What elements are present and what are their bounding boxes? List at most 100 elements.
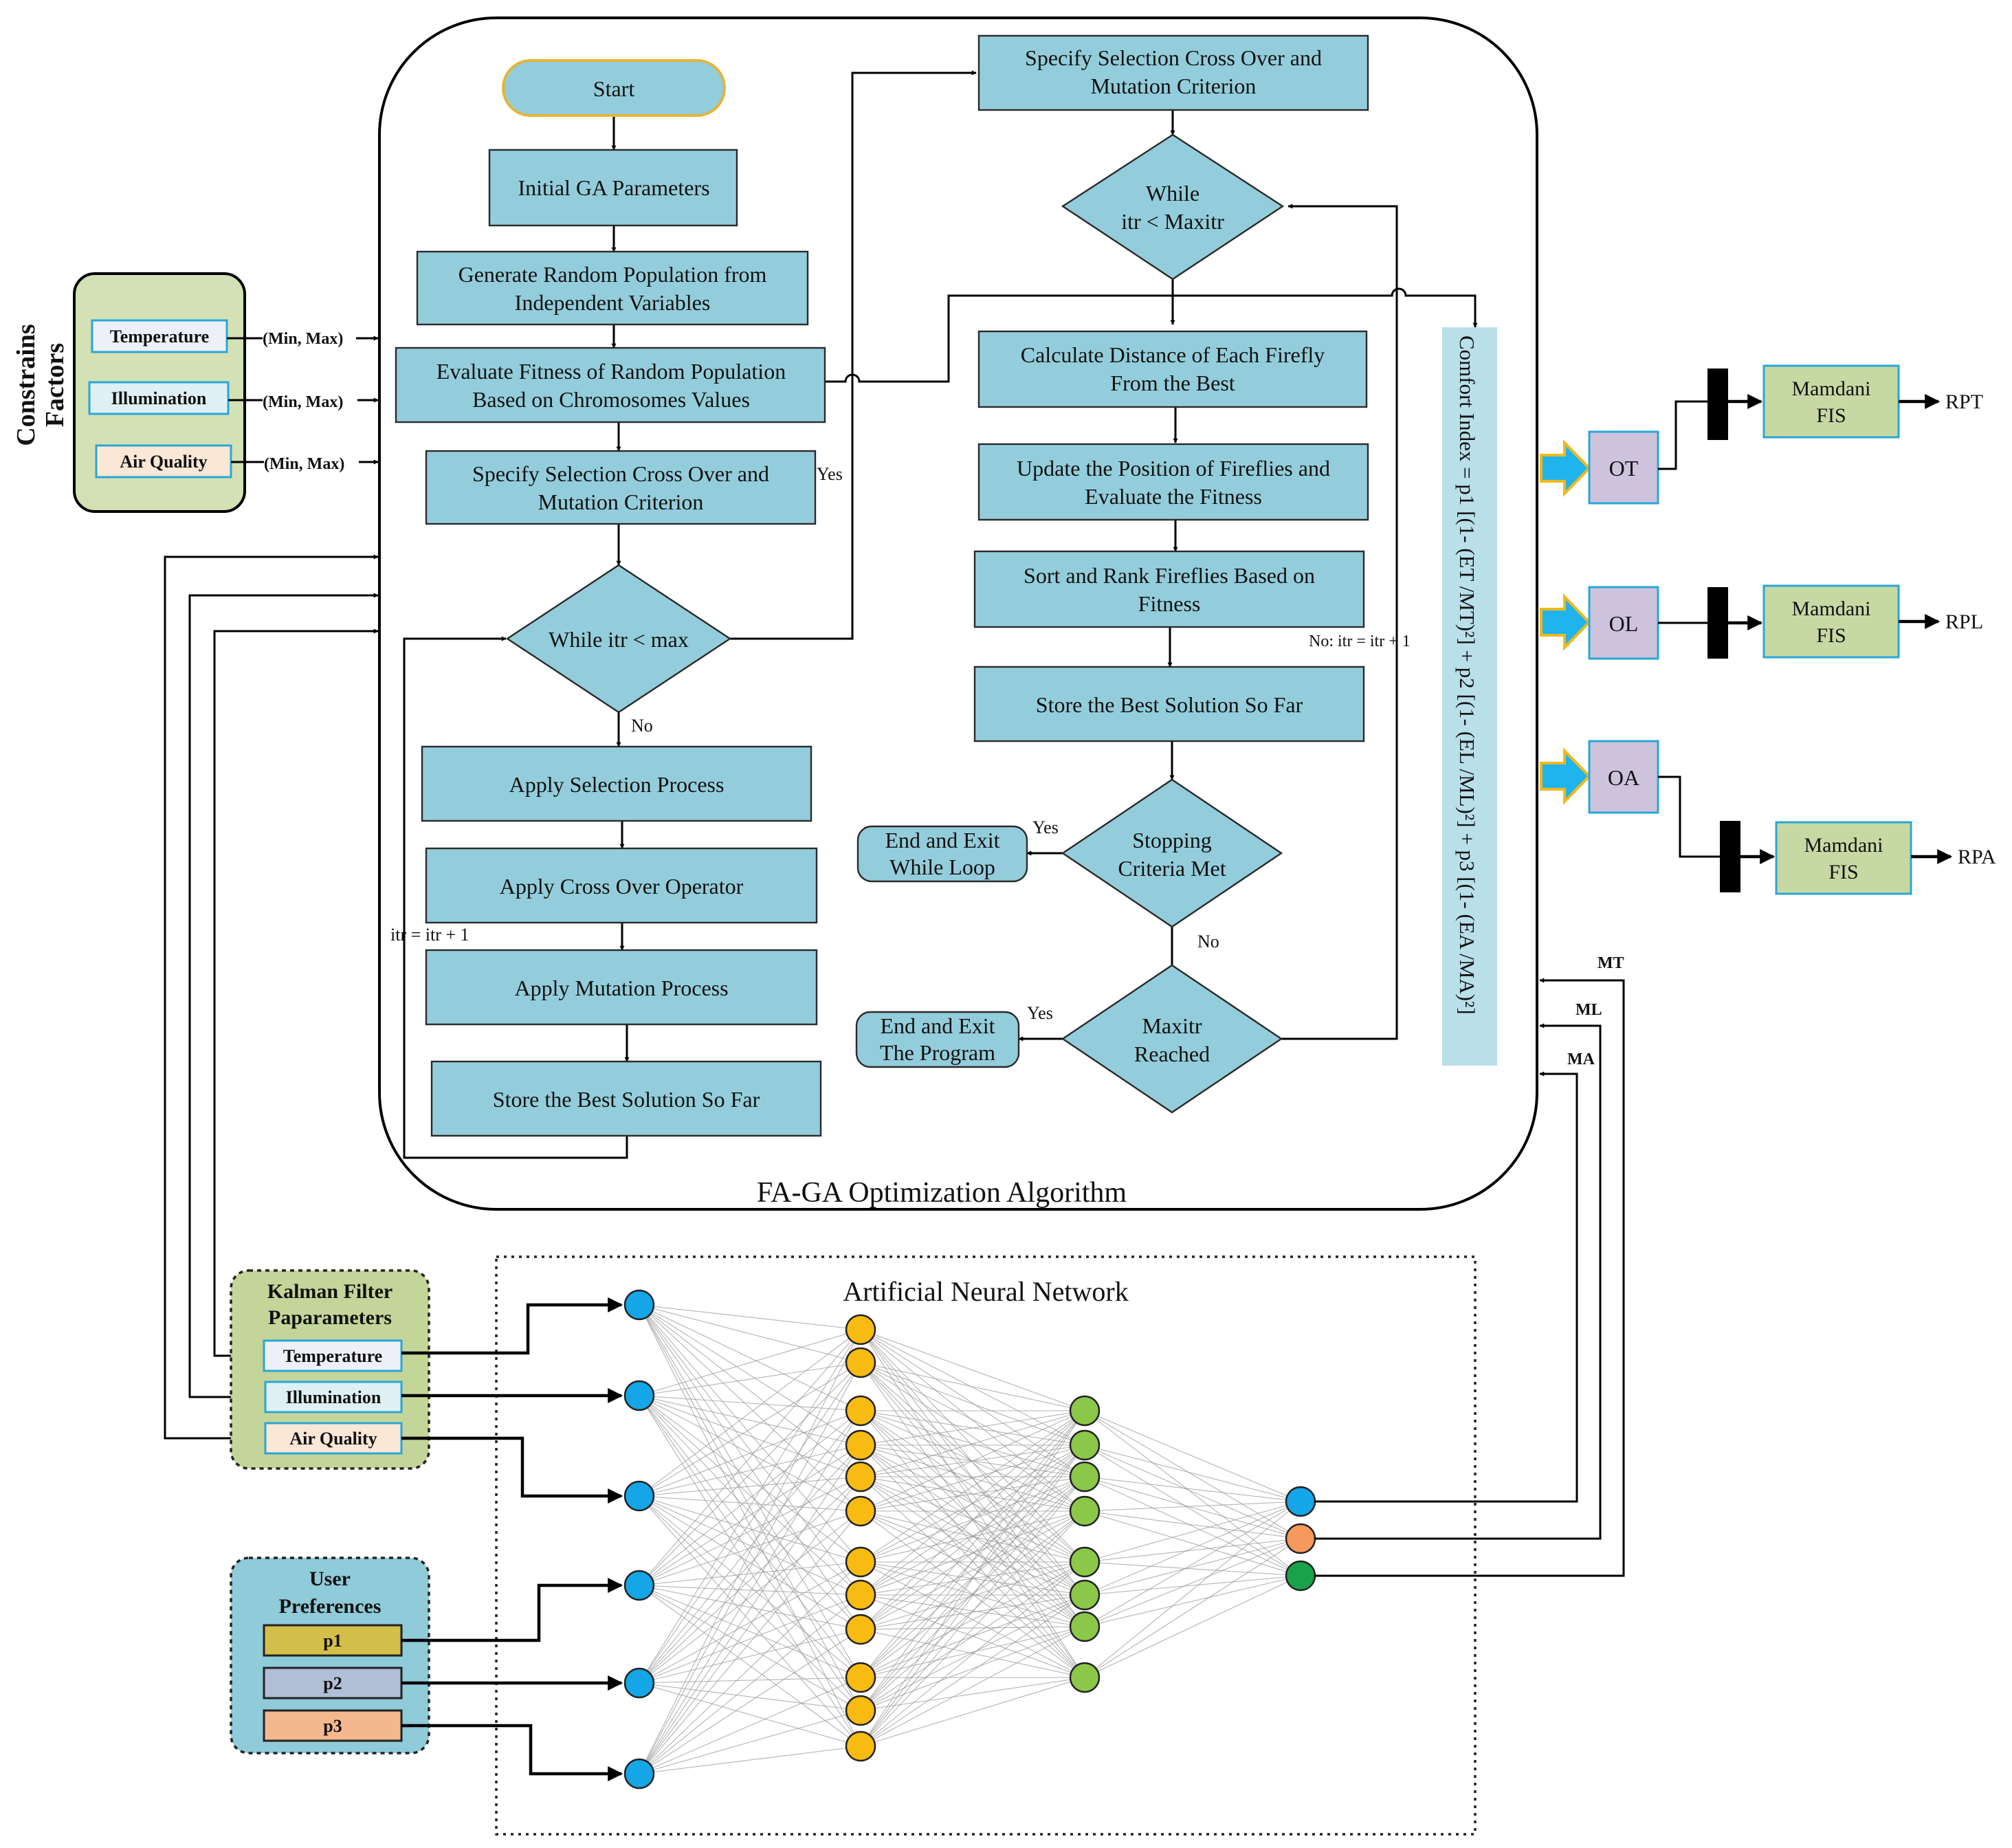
constraint-illumination[interactable] [88,381,230,415]
fa-no-itr-label: No: itr = itr + 1 [1309,632,1411,650]
ann-link [639,1395,861,1411]
ann-link [639,1304,861,1512]
ann-link [860,1329,1085,1446]
ann-link [639,1682,861,1747]
ann-link [639,1304,861,1411]
pref-p2[interactable] [263,1666,403,1700]
comfort-index-bar [1442,327,1497,1066]
fa-while-decision[interactable] [1061,133,1285,280]
selection-process-box[interactable] [421,745,812,822]
ann-link [860,1476,1085,1678]
stopping-criteria-decision[interactable] [1061,778,1283,928]
ann-link [1084,1501,1301,1678]
constraint-air-quality-label: Air Quality [120,452,207,472]
kalman-air-quality-label: Air Quality [289,1429,377,1449]
end-program-line2: The Program [880,1040,995,1065]
evaluate-fitness-box[interactable] [395,346,826,424]
ann-link [639,1362,861,1586]
ga-store-best-box[interactable] [430,1060,822,1137]
ann-link [860,1510,1085,1747]
fis-oa-box[interactable] [1775,821,1912,895]
ann-link [860,1476,1085,1747]
ann-link [1084,1410,1301,1502]
ann-link [639,1561,861,1684]
fis-ot-box[interactable] [1762,364,1900,439]
ann-link [1084,1538,1301,1596]
ann-link [639,1585,861,1630]
ann-link [860,1677,1085,1711]
start-terminal[interactable] [502,59,726,117]
ga-specify-criterion-box[interactable] [425,450,817,525]
ann-link [639,1304,861,1330]
ann-node-layer3 [1069,1662,1101,1693]
ann-link [860,1362,1085,1596]
ann-link [860,1594,1085,1711]
ann-nodes [623,1289,1316,1790]
ga-yes-label: Yes [817,464,843,484]
ann-link [1084,1476,1301,1576]
constraint-temperature[interactable] [91,319,228,353]
generate-population-box[interactable] [416,250,809,326]
ann-node-layer4 [1285,1523,1316,1554]
ga-store-best-label: Store the Best Solution So Far [493,1087,760,1112]
feedback-ma-label: MA [1567,1050,1595,1068]
constraint-range-air-quality: (Min, Max) [264,455,344,473]
constraints-panel: Constrains Factors Temperature Illuminat… [12,272,379,513]
ann-link [860,1329,1085,1477]
ann-link [860,1410,1085,1630]
ann-link [639,1395,861,1630]
user-preferences-panel: User Preferences p1 p2 p3 [230,1556,430,1754]
ann-link [639,1629,861,1684]
end-while-loop-terminal[interactable] [856,825,1028,883]
constraints-title-line1: Constrains [12,324,41,446]
kalman-air-quality[interactable] [264,1422,403,1455]
calc-distance-box[interactable] [977,330,1368,408]
fis-ol-box[interactable] [1762,584,1900,659]
stopping-criteria-line2: Criteria Met [1118,856,1226,881]
kalman-temperature[interactable] [263,1339,403,1372]
ann-link [639,1510,861,1684]
pref-p3[interactable] [263,1709,403,1742]
comfort-index: Comfort Index = p1 [(1- (ET /MT)²] + p2 … [1442,327,1497,1066]
ann-link [639,1362,861,1396]
oa-mux-bar [1720,821,1740,892]
mutation-process-box[interactable] [425,949,818,1026]
constraint-temperature-label: Temperature [110,327,209,346]
ann-node-layer2 [845,1314,876,1345]
ann-link [639,1329,861,1684]
ann-link [639,1629,861,1774]
crossover-operator-box[interactable] [425,847,818,924]
kalman-title-line1: Kalman Filter [267,1280,393,1303]
ann-node-layer1 [623,1480,655,1512]
kalman-illumination[interactable] [264,1380,403,1414]
ann-link [639,1444,861,1684]
ann-link [860,1510,1085,1563]
end-program-terminal[interactable] [855,1011,1020,1068]
outputs-panel: OT Mamdani FIS RPT OL Mamdani FIS RPL OA… [1540,364,1996,895]
sort-rank-line1: Sort and Rank Fireflies Based on [1024,563,1315,588]
oa-input-arrow-icon [1540,747,1591,805]
ann-link [639,1495,861,1512]
ann-link [639,1304,861,1711]
pref-p1[interactable] [263,1624,403,1657]
result-rpt-label: RPT [1945,390,1983,413]
ann-node-layer2 [845,1395,876,1427]
fa-store-best-box[interactable] [973,666,1365,742]
fa-specify-criterion-box[interactable] [977,34,1369,111]
sort-rank-box[interactable] [973,550,1365,628]
ann-node-layer2 [845,1695,876,1726]
ga-specify-line1: Specify Selection Cross Over and [472,461,769,486]
output-ol-box[interactable] [1588,586,1659,660]
ga-while-decision[interactable] [505,564,732,714]
constraint-air-quality[interactable] [95,444,232,478]
ann-link [639,1395,861,1596]
ann-node-layer2 [845,1614,876,1645]
crossover-operator-label: Apply Cross Over Operator [500,874,744,899]
maxitr-reached-decision[interactable] [1061,964,1283,1114]
output-oa-box[interactable] [1588,740,1659,814]
ann-link [1084,1575,1301,1627]
output-ot-box[interactable] [1588,430,1659,505]
ann-link [639,1304,861,1596]
update-position-box[interactable] [977,443,1369,521]
initial-ga-params-box[interactable] [488,148,738,227]
